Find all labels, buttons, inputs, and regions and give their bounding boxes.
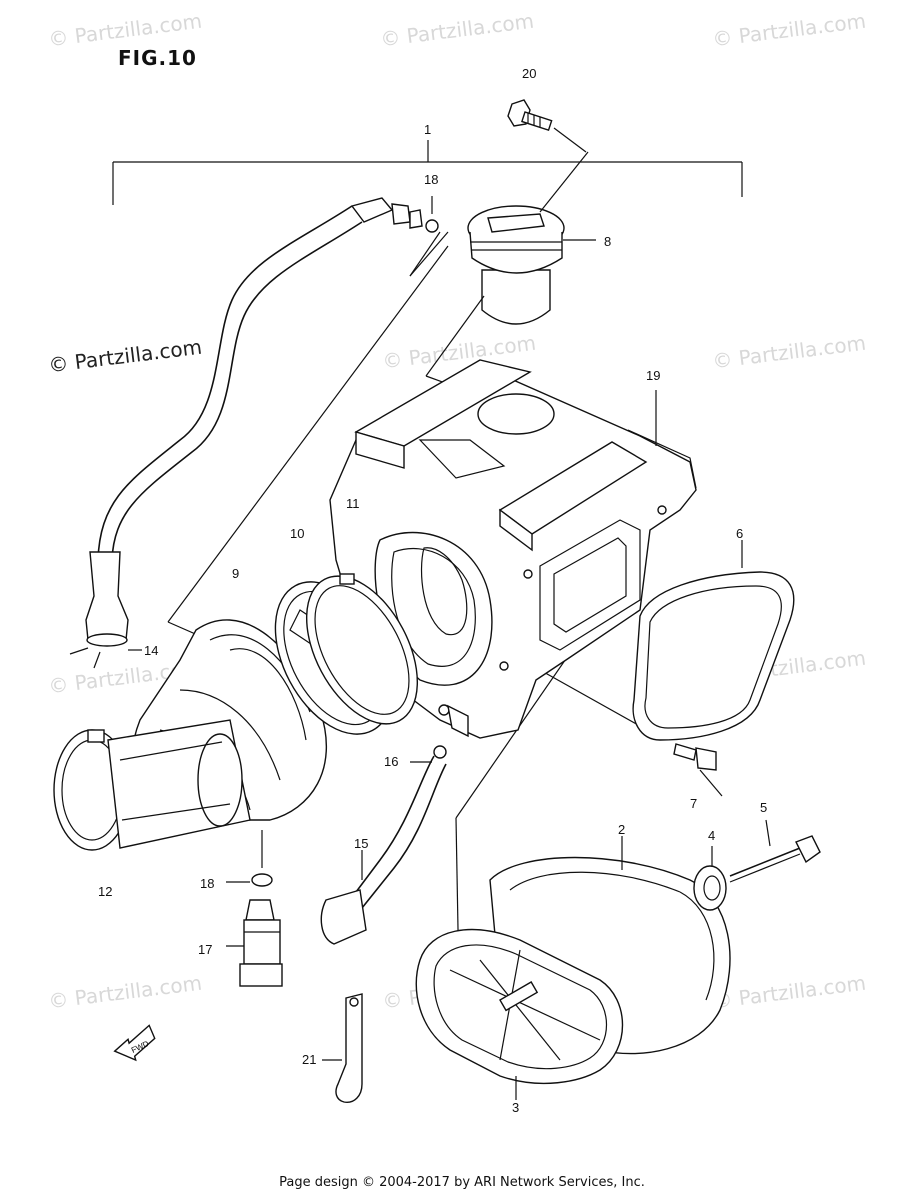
breather-hose <box>69 205 363 669</box>
callout-label: 6 <box>736 526 743 541</box>
assembly-bracket <box>112 140 743 205</box>
callout-label: 3 <box>512 1100 519 1115</box>
callout-label: 11 <box>346 496 360 511</box>
bolt-20 <box>507 99 587 153</box>
callout-label: 2 <box>618 822 625 837</box>
figure-title: FIG.10 <box>118 46 197 70</box>
clip-16 <box>410 745 447 763</box>
bolt-5 <box>729 819 821 883</box>
callout-label: 5 <box>760 800 767 815</box>
callout-label: 16 <box>384 754 398 769</box>
bracket-21 <box>322 993 363 1103</box>
callout-label: 18 <box>200 876 214 891</box>
clamp-11 <box>305 573 419 725</box>
cap-8 <box>467 151 596 325</box>
callout-label: 15 <box>354 836 368 851</box>
inlet-boot-12 <box>53 719 251 851</box>
grommet-4 <box>693 846 727 911</box>
airbox-19 <box>329 359 697 739</box>
cover-6 <box>632 540 795 741</box>
callout-label: 17 <box>198 942 212 957</box>
callout-label: 12 <box>98 884 112 899</box>
screw-7 <box>673 743 723 797</box>
hose-fitting-top <box>350 196 439 233</box>
callout-label: 14 <box>144 643 158 658</box>
callout-label: 10 <box>290 526 304 541</box>
callout-label: 8 <box>604 234 611 249</box>
plug-17 <box>226 899 283 987</box>
callout-label: 4 <box>708 828 715 843</box>
callout-label: 7 <box>690 796 697 811</box>
callout-label: 20 <box>522 66 536 81</box>
drain-hose-15 <box>320 755 447 945</box>
callout-label: 18 <box>424 172 438 187</box>
callout-label: 9 <box>232 566 239 581</box>
fwd-arrow-icon: FWD <box>113 1024 156 1062</box>
clip-18-lower <box>226 873 273 887</box>
callout-label: 21 <box>302 1052 316 1067</box>
callout-label: 19 <box>646 368 660 383</box>
page-footer: Page design © 2004-2017 by ARI Network S… <box>279 1175 645 1190</box>
cage-3 <box>415 928 624 1100</box>
callout-label: 1 <box>424 122 431 137</box>
